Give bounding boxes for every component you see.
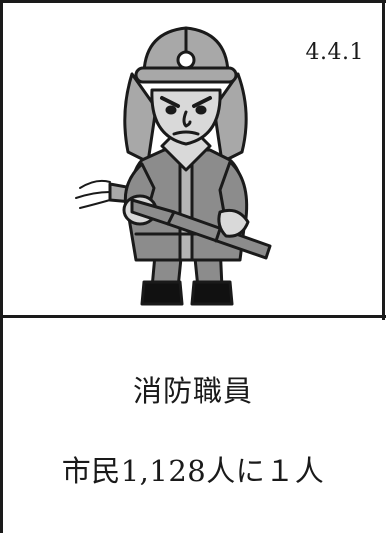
helmet-badge-icon: [176, 50, 196, 70]
card-statistic: 市民1,128人に１人: [61, 454, 325, 488]
water-spray-icon: [79, 179, 111, 189]
card-border-right: [382, 0, 385, 320]
section-code: 4.4.1: [305, 40, 364, 65]
card-border-left: [0, 0, 3, 533]
collar: [160, 136, 212, 172]
right-boot: [190, 280, 234, 306]
helmet-brim: [134, 66, 238, 84]
card-border-top: [0, 0, 386, 3]
left-boot: [140, 280, 184, 306]
helmet-neck-guard: [123, 72, 158, 164]
card-divider: [0, 315, 386, 318]
card-title: 消防職員: [132, 374, 253, 408]
firefighter-illustration: [75, 26, 272, 306]
right-glove: [217, 208, 250, 238]
